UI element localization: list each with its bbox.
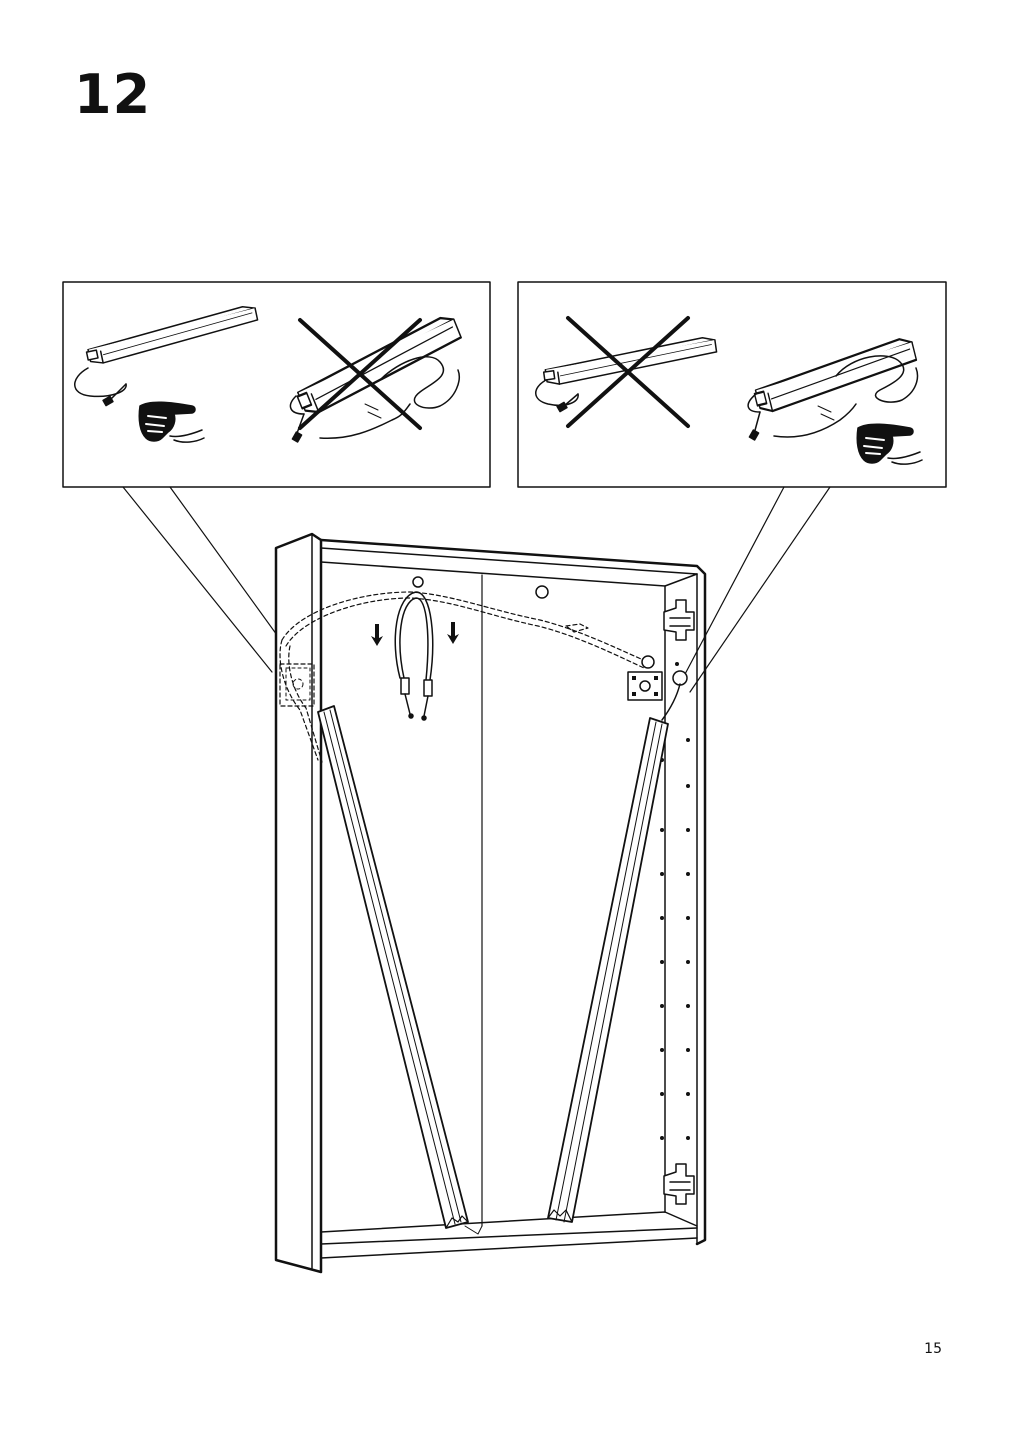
led-strip-long-cable (288, 312, 469, 443)
led-strip-short-cable (535, 335, 719, 413)
junction-box-hidden (285, 667, 311, 701)
detail-panel-right (517, 281, 947, 488)
detail-panel-left (62, 281, 491, 488)
dashed-cable-route (279, 591, 649, 763)
led-strip-left-installed (317, 705, 469, 1229)
hanging-cable (394, 591, 434, 721)
hinge-bottom (663, 1163, 695, 1205)
hinge-top (663, 599, 695, 641)
cable-hole (412, 576, 424, 588)
page-number: 15 (924, 1341, 942, 1357)
cable-break-icon (817, 405, 835, 421)
cable-break-icon (364, 403, 382, 419)
shelf-pin-holes (660, 662, 690, 1140)
cable-hole (535, 585, 549, 599)
callout-lines (122, 486, 831, 693)
down-arrow-icon (371, 622, 459, 646)
led-strip-long-cable (747, 335, 922, 441)
junction-box (627, 655, 688, 721)
led-strip-short-cable (74, 303, 261, 407)
step-number: 12 (74, 63, 152, 126)
led-strip-right-installed (547, 717, 669, 1223)
cabinet-frame (274, 532, 707, 1274)
